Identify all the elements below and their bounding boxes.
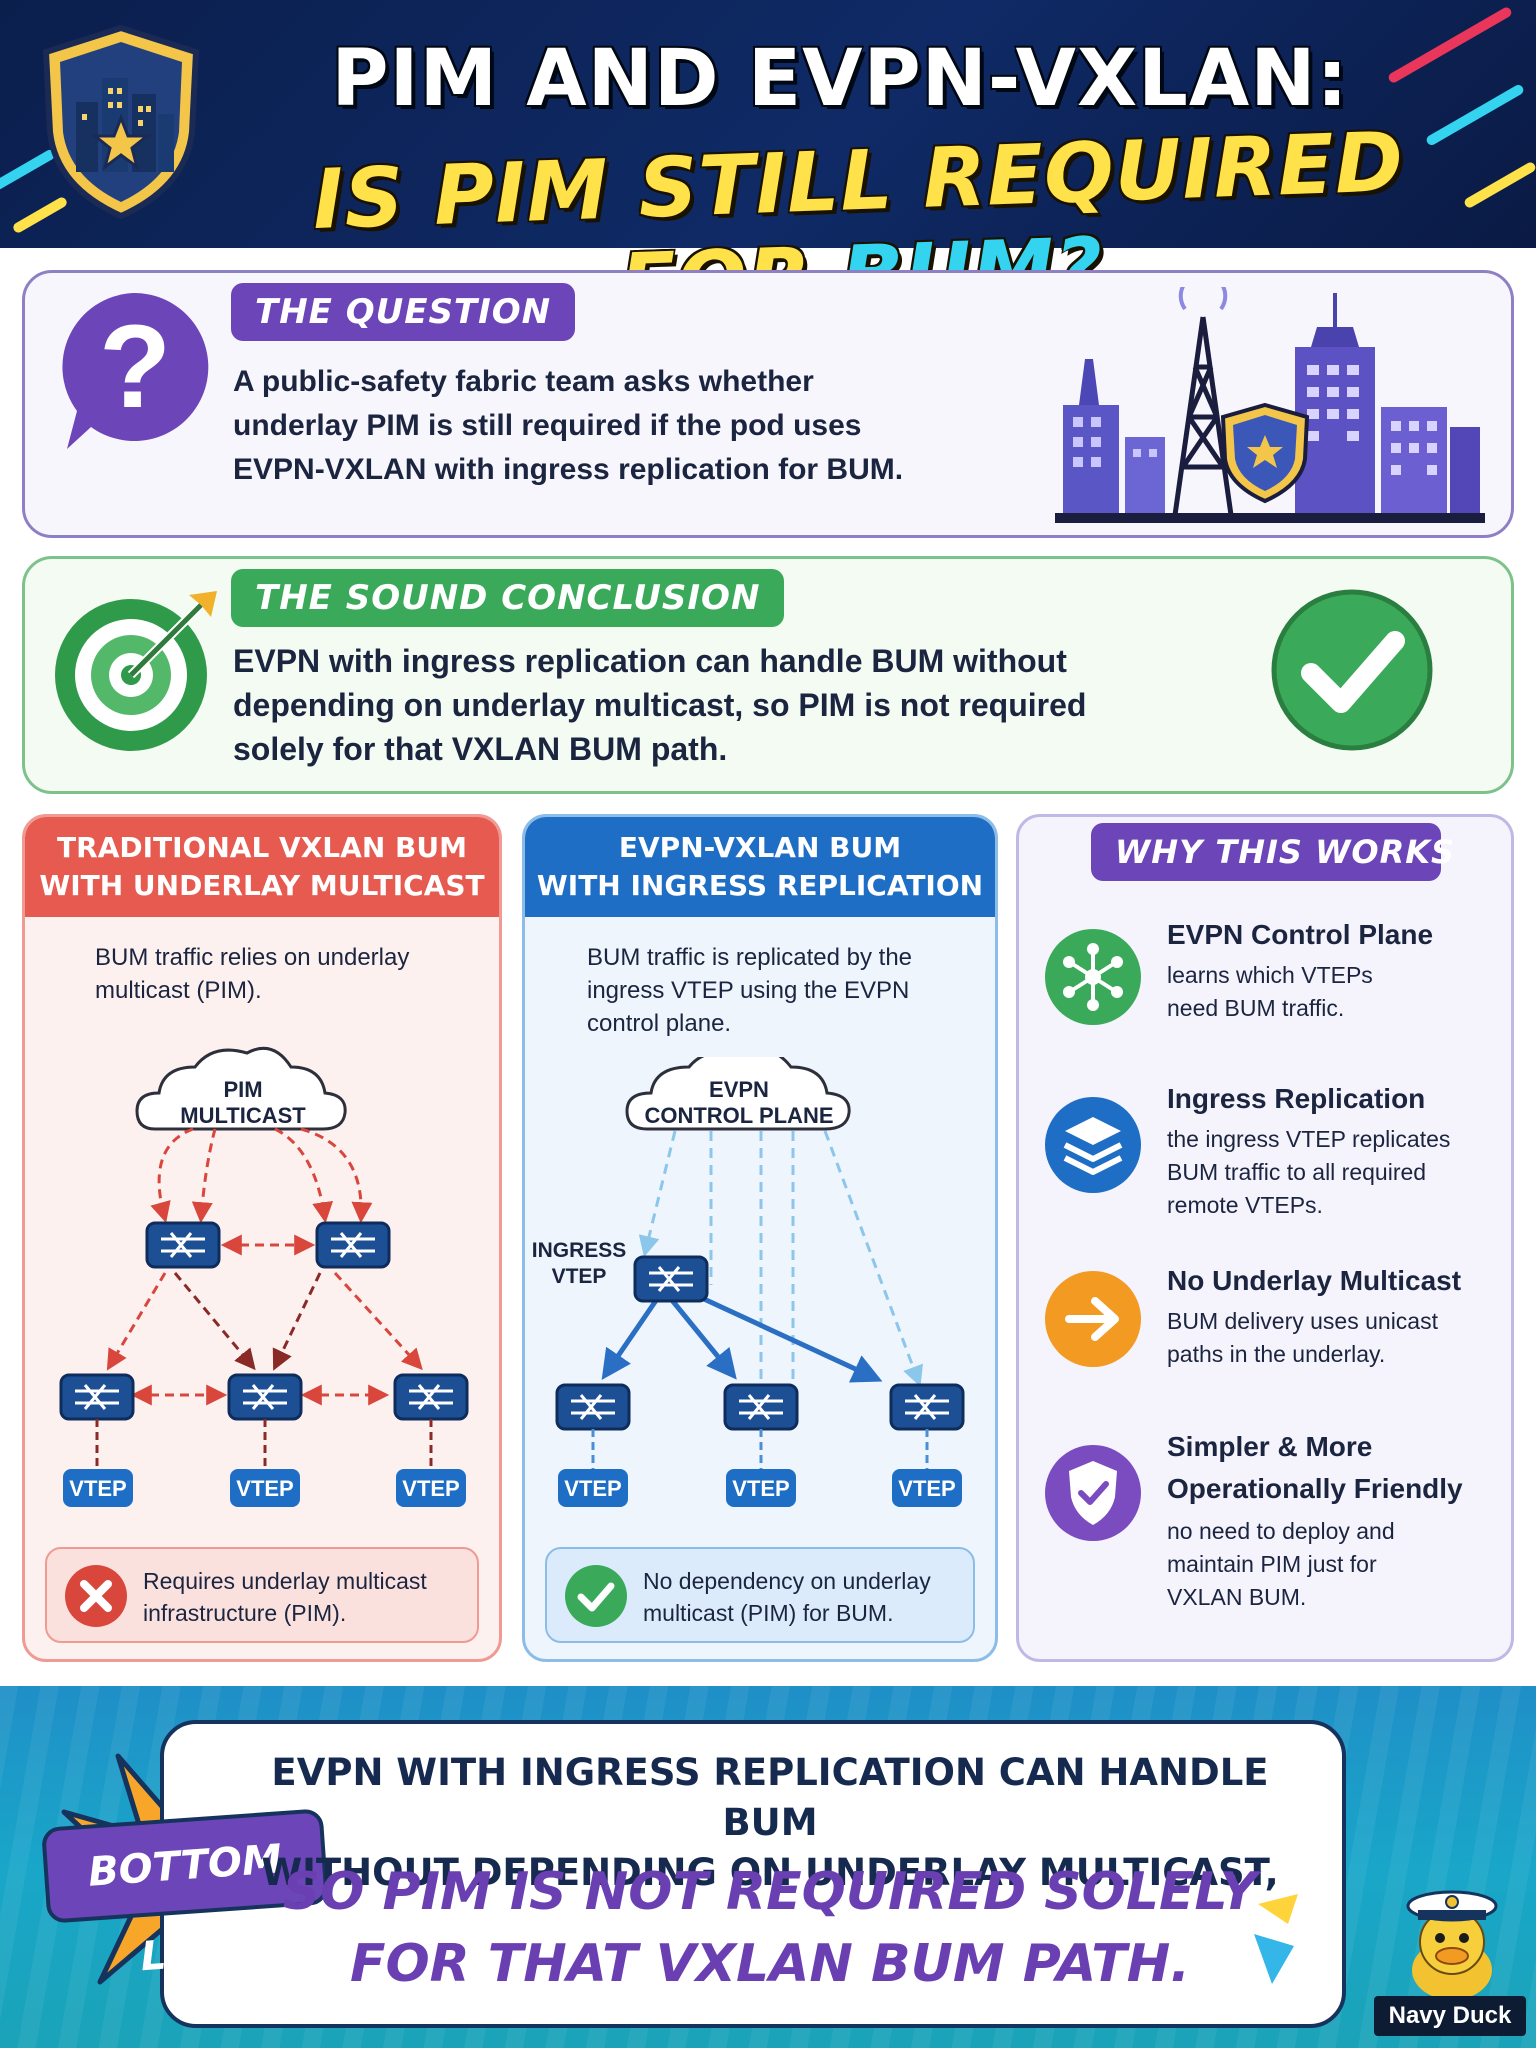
bottom-line-card (160, 1720, 1346, 2028)
header-banner (0, 0, 1536, 248)
question-bubble-icon: ? (62, 292, 209, 449)
remote-switch-3 (889, 1383, 965, 1431)
bottom-line-1: EVPN WITH INGRESS REPLICATION CAN HANDLE… (271, 1751, 1269, 1844)
traditional-note-line-1: Requires underlay multicast (143, 1568, 427, 1594)
why-item-4-title-1: Simpler & More (1167, 1431, 1373, 1462)
decor-streaks (1254, 1894, 1298, 1984)
navy-duck-mascot-icon (1406, 1890, 1498, 2000)
traditional-note: Requires underlay multicast infrastructu… (45, 1547, 479, 1643)
question-line-1: A public-safety fabric team asks whether (233, 365, 814, 398)
traditional-vxlan-column: TRADITIONAL VXLAN BUM WITH UNDERLAY MULT… (22, 814, 502, 1662)
why-item-4-title-2: Operationally Friendly (1167, 1473, 1463, 1504)
ingress-label-1: INGRESS (532, 1239, 627, 1262)
traditional-vtep-1: VTEP (69, 1476, 126, 1501)
why-item-2-text-1: the ingress VTEP replicates (1167, 1126, 1451, 1152)
evpn-cloud-icon: EVPN CONTROL PLANE (625, 1057, 851, 1131)
why-item-3-text-1: BUM delivery uses unicast (1167, 1308, 1438, 1334)
spine-switch-left (145, 1221, 221, 1269)
pim-cloud-icon: PIM MULTICAST (135, 1046, 347, 1131)
traditional-note-line-2: infrastructure (PIM). (143, 1600, 347, 1626)
evpn-desc-3: control plane. (587, 1010, 732, 1037)
city-skyline-icon (1055, 287, 1485, 523)
spine-switch-right (315, 1221, 391, 1269)
traditional-header: TRADITIONAL VXLAN BUM WITH UNDERLAY MULT… (25, 817, 499, 917)
traditional-vtep-links: VTEP VTEP VTEP (63, 1419, 466, 1507)
why-item-2-title: Ingress Replication (1167, 1083, 1426, 1114)
shield-logo-icon (42, 24, 200, 220)
remote-switch-2 (723, 1383, 799, 1431)
pim-cloud-label-2: MULTICAST (180, 1103, 306, 1128)
target-arrow-icon (55, 591, 217, 751)
why-this-works-column: WHY THIS WORKS EVPN Control Plane learns… (1016, 814, 1514, 1662)
evpn-replication-diagram: EVPN CONTROL PLANE INGRESS VTEP (532, 1057, 965, 1431)
arrow-right-icon (1045, 1271, 1141, 1367)
traditional-vtep-3: VTEP (402, 1476, 459, 1501)
evpn-note-line-2: multicast (PIM) for BUM. (643, 1600, 894, 1626)
conclusion-line-2: depending on underlay multicast, so PIM … (233, 687, 1087, 723)
ingress-vtep-switch (633, 1255, 709, 1303)
traditional-desc-1: BUM traffic relies on underlay (95, 944, 410, 971)
traditional-vtep-2: VTEP (236, 1476, 293, 1501)
evpn-vtep-2: VTEP (732, 1476, 789, 1501)
conclusion-tag: THE SOUND CONCLUSION (231, 569, 785, 627)
question-tag: THE QUESTION (231, 283, 576, 341)
evpn-header: EVPN-VXLAN BUM WITH INGRESS REPLICATION (525, 817, 995, 917)
question-line-2: underlay PIM is still required if the po… (233, 409, 862, 442)
navy-duck-label: Navy Duck (1374, 1996, 1526, 2036)
ingress-label-2: VTEP (552, 1265, 607, 1288)
pim-cloud-label-1: PIM (223, 1077, 262, 1102)
x-circle-icon (65, 1565, 127, 1627)
why-item-1-title: EVPN Control Plane (1167, 919, 1434, 950)
check-mark-icon (1271, 589, 1433, 751)
traditional-desc-2: multicast (PIM). (95, 977, 262, 1004)
why-item-2-text-2: BUM traffic to all required (1167, 1159, 1427, 1185)
leaf-switch-3 (393, 1373, 469, 1421)
network-icon (1045, 929, 1141, 1025)
why-item-1-text-1: learns which VTEPs (1167, 962, 1373, 988)
layers-icon (1045, 1097, 1141, 1193)
question-line-3: EVPN-VXLAN with ingress replication for … (233, 453, 904, 486)
bottom-line-text: EVPN WITH INGRESS REPLICATION CAN HANDLE… (220, 1748, 1320, 1898)
evpn-note: No dependency on underlay multicast (PIM… (545, 1547, 975, 1643)
evpn-vtep-1: VTEP (564, 1476, 621, 1501)
why-item-3-text-2: paths in the underlay. (1167, 1341, 1386, 1367)
evpn-cloud-label-2: CONTROL PLANE (644, 1103, 833, 1128)
conclusion-line-3: solely for that VXLAN BUM path. (233, 731, 728, 767)
why-item-4-text-1: no need to deploy and (1167, 1518, 1395, 1544)
why-item-4-text-2: maintain PIM just for (1167, 1551, 1377, 1577)
title-line-1: PIM AND EVPN-VXLAN: (331, 34, 1349, 124)
pim-multicast-diagram: PIM MULTICAST (59, 1046, 469, 1421)
shield-check-icon (1045, 1445, 1141, 1541)
bottom-line-2: WITHOUT DEPENDING ON UNDERLAY MULTICAST, (261, 1851, 1279, 1894)
evpn-vtep-links: VTEP VTEP VTEP (558, 1429, 962, 1507)
why-item-4-text-3: VXLAN BUM. (1167, 1584, 1307, 1610)
svg-text:?: ? (99, 301, 171, 433)
evpn-note-line-1: No dependency on underlay (643, 1568, 931, 1594)
remote-switch-1 (555, 1383, 631, 1431)
leaf-switch-2 (227, 1373, 303, 1421)
conclusion-line-1: EVPN with ingress replication can handle… (233, 643, 1067, 679)
evpn-desc-2: ingress VTEP using the EVPN (587, 977, 910, 1004)
evpn-vtep-3: VTEP (898, 1476, 955, 1501)
conclusion-panel: THE SOUND CONCLUSION EVPN with ingress r… (22, 556, 1514, 794)
evpn-cloud-label-1: EVPN (709, 1077, 769, 1102)
bottom-line-3: SO PIM IS NOT REQUIRED SOLELY (282, 1862, 1258, 1922)
evpn-desc-1: BUM traffic is replicated by the (587, 944, 913, 971)
bottom-line-emphasis: SO PIM IS NOT REQUIRED SOLELY FOR THAT V… (220, 1856, 1320, 2000)
why-header: WHY THIS WORKS (1091, 823, 1454, 881)
evpn-vxlan-column: EVPN-VXLAN BUM WITH INGRESS REPLICATION … (522, 814, 998, 1662)
question-panel: ? THE QUESTION A public-safety fabric te… (22, 270, 1514, 538)
why-item-1-text-2: need BUM traffic. (1167, 995, 1345, 1021)
why-item-2-text-3: remote VTEPs. (1167, 1192, 1323, 1218)
why-item-3-title: No Underlay Multicast (1167, 1265, 1462, 1296)
bottom-line-4: FOR THAT VXLAN BUM PATH. (349, 1934, 1191, 1994)
leaf-switch-1 (59, 1373, 135, 1421)
check-circle-icon (565, 1565, 627, 1627)
